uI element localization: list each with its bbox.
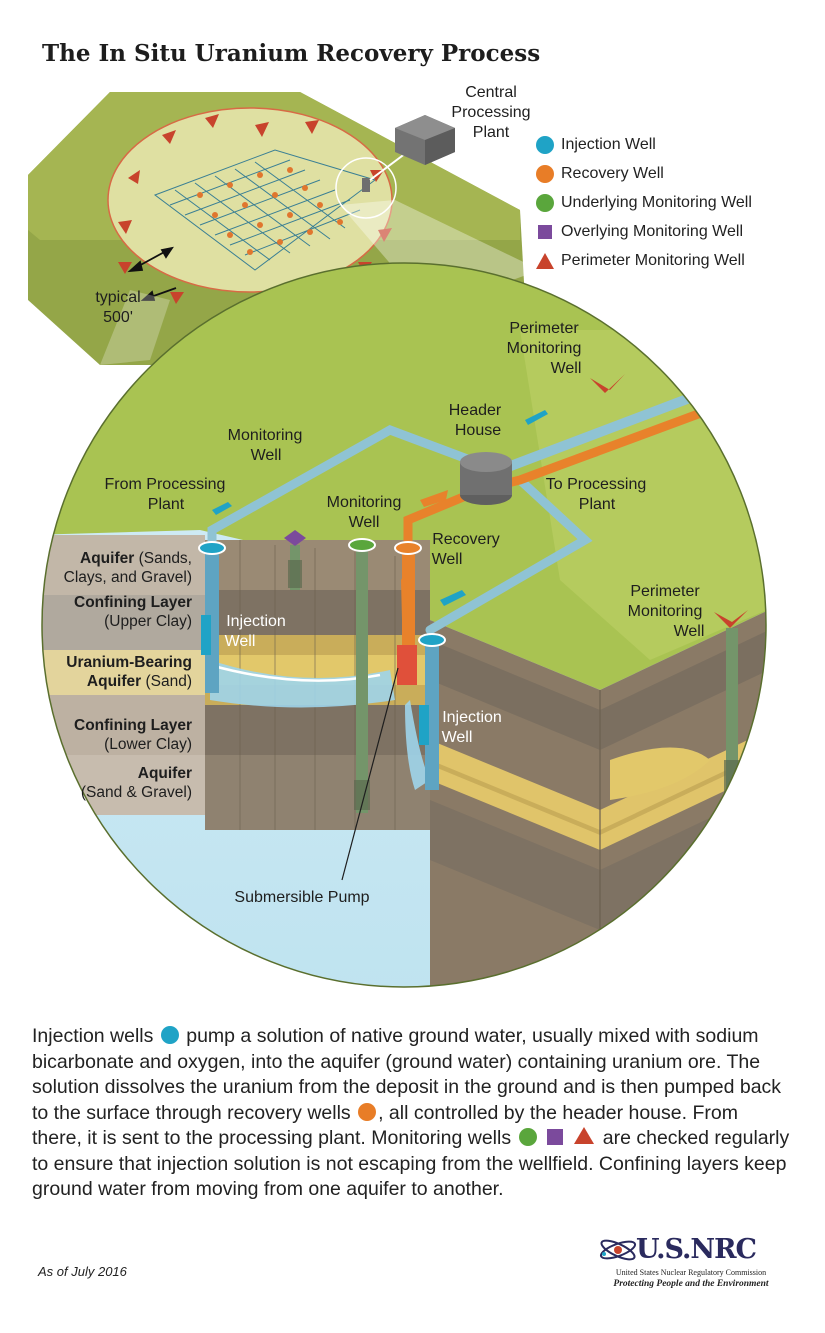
injection-well-icon [160, 1026, 179, 1044]
recovery-well-icon [536, 164, 554, 183]
logo-tagline: Protecting People and the Environment [613, 1279, 769, 1289]
description-part-1: Injection wells [32, 1025, 159, 1047]
perimeter-top-label-3: Well [551, 360, 582, 377]
processing-plant [395, 115, 455, 165]
description-part-3: , all controlled by the header house. Fr… [32, 1101, 738, 1150]
diagram-labels: Perimeter Monitoring Well Header House M… [105, 320, 705, 906]
monitoring-1-label-1: Monitoring [228, 427, 303, 444]
page-title: The In Situ Uranium Recovery Process [42, 40, 541, 67]
header-label-2: House [455, 422, 501, 439]
monitoring-2-label-2: Well [349, 514, 380, 531]
recovery-label-2: Well [432, 551, 463, 568]
plant-label-3: Plant [473, 124, 510, 141]
grid-dots [197, 167, 343, 255]
injection-well-icon [536, 135, 554, 154]
perimeter-right-label-2: Monitoring [628, 603, 703, 620]
perimeter-right-label-3: Well [674, 623, 705, 640]
magnified-view [42, 263, 766, 987]
legend-item-perimeter: Perimeter Monitoring Well [536, 246, 752, 275]
layer-3-line2: Aquifer (Sand) [87, 673, 192, 690]
wells [198, 374, 748, 813]
flow-arrows [212, 410, 600, 620]
from-plant-label-1: From Processing [105, 476, 226, 493]
layer-1-line2: Clays, and Gravel) [64, 569, 192, 586]
layer-5-line2: (Sand & Gravel) [81, 784, 192, 801]
distance-label-1: typical [95, 289, 140, 306]
description-part-4: are checked regularly to ensure that inj… [32, 1127, 790, 1200]
diagram: Central Processing Plant typical 500' [28, 84, 767, 988]
legend-item-injection: Injection Well [536, 130, 752, 159]
nrc-logo: U.S.NRC United States Nuclear Regulatory… [598, 1234, 798, 1294]
injection-1-label-1: Injection [226, 613, 286, 630]
perimeter-top-label-2: Monitoring [507, 340, 582, 357]
to-plant-label-1: To Processing [546, 476, 647, 493]
underlying-monitoring-well-icon [518, 1128, 537, 1146]
layer-4-line1: Confining Layer [74, 717, 192, 734]
legend-item-overlying: Overlying Monitoring Well [536, 217, 752, 246]
from-plant-label-2: Plant [148, 496, 185, 513]
description: Injection wells pump a solution of nativ… [32, 1024, 792, 1203]
perimeter-monitoring-well-icon [536, 252, 554, 269]
atom-icon [599, 1239, 637, 1261]
injection-2-label-2: Well [442, 729, 473, 746]
perimeter-top-label-1: Perimeter [509, 320, 579, 337]
overlying-monitoring-well-icon [546, 1129, 563, 1145]
header-house [460, 452, 512, 505]
legend: Injection Well Recovery Well Underlying … [536, 130, 752, 275]
layer-5-line1: Aquifer [138, 765, 192, 782]
pump-leader [341, 667, 399, 881]
recovery-label-1: Recovery [432, 531, 500, 548]
legend-item-underlying: Underlying Monitoring Well [536, 188, 752, 217]
underlying-monitoring-well-icon [536, 193, 554, 212]
logo-name: U.S.NRC [636, 1234, 757, 1265]
layer-2-line2: (Upper Clay) [104, 613, 192, 630]
distance-arrow [127, 246, 177, 301]
distance-label-2: 500' [103, 309, 133, 326]
plant-label-2: Processing [451, 104, 530, 121]
legend-label: Recovery Well [561, 164, 664, 182]
to-plant-label-2: Plant [579, 496, 616, 513]
layer-1-line1: Aquifer (Sands, [80, 550, 192, 567]
description-part-2: pump a solution of native ground water, … [32, 1025, 782, 1124]
legend-label: Overlying Monitoring Well [561, 222, 743, 240]
logo-subtitle: United States Nuclear Regulatory Commiss… [615, 1268, 767, 1277]
pump-label: Submersible Pump [234, 889, 369, 906]
plant-label-1: Central [465, 84, 517, 101]
perimeter-monitoring-well-icon [574, 1127, 595, 1144]
layer-3-line1: Uranium-Bearing [66, 654, 192, 671]
layer-labels: Aquifer (Sands, Clays, and Gravel) Confi… [64, 550, 192, 801]
layer-4-line2: (Lower Clay) [104, 736, 192, 753]
legend-label: Perimeter Monitoring Well [561, 251, 745, 269]
legend-label: Injection Well [561, 135, 656, 153]
perimeter-right-label-1: Perimeter [630, 583, 700, 600]
legend-label: Underlying Monitoring Well [561, 193, 752, 211]
overlying-monitoring-well-icon [538, 224, 552, 239]
header-label-1: Header [449, 402, 502, 419]
date-note: As of July 2016 [38, 1264, 127, 1279]
monitoring-2-label-1: Monitoring [327, 494, 402, 511]
layer-2-line1: Confining Layer [74, 594, 192, 611]
monitoring-1-label-2: Well [251, 447, 282, 464]
injection-2-label-1: Injection [442, 709, 502, 726]
legend-item-recovery: Recovery Well [536, 159, 752, 188]
recovery-well-icon [358, 1102, 377, 1121]
injection-1-label-2: Well [225, 633, 256, 650]
